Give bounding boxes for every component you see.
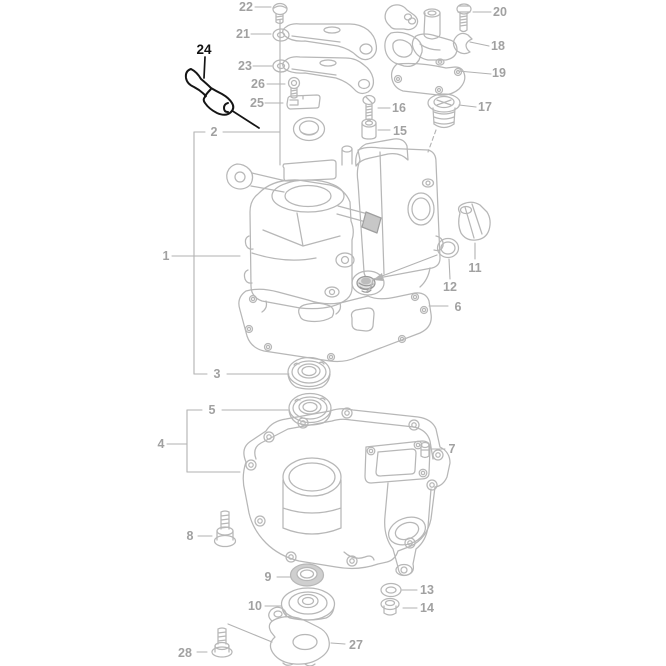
pump-bracket-assembly-art	[384, 4, 473, 67]
callout-4[interactable]: 4	[158, 437, 165, 451]
plate-25-art	[286, 94, 321, 110]
callout-2[interactable]: 2	[211, 125, 218, 139]
pin-7-art	[420, 441, 430, 459]
callout-13[interactable]: 13	[420, 583, 434, 597]
part-24-highlighted[interactable]	[184, 56, 260, 129]
crankcase-art	[242, 407, 451, 577]
washer-23-art	[272, 59, 290, 73]
callout-25[interactable]: 25	[250, 96, 264, 110]
callout-10[interactable]: 10	[248, 599, 262, 613]
thermostat-17-art	[427, 93, 461, 129]
washer-21-art	[272, 28, 290, 42]
callout-3[interactable]: 3	[214, 367, 221, 381]
callout-26[interactable]: 26	[251, 77, 265, 91]
gasket-6-art	[238, 288, 432, 363]
seal-9-art	[289, 563, 325, 587]
bolt-8-art	[213, 510, 237, 548]
spacer-15-art	[361, 118, 377, 140]
bolt-16-art	[362, 94, 376, 121]
callout-28[interactable]: 28	[178, 646, 192, 660]
callout-8[interactable]: 8	[187, 529, 194, 543]
callout-18[interactable]: 18	[491, 39, 505, 53]
callout-12[interactable]: 12	[443, 280, 457, 294]
bearing-3-art	[287, 356, 331, 390]
plate-10-art	[280, 587, 336, 621]
bearing-5-art	[288, 392, 332, 426]
callout-19[interactable]: 19	[492, 66, 506, 80]
callout-24-highlighted[interactable]: 24	[196, 42, 212, 57]
callout-27[interactable]: 27	[349, 638, 363, 652]
callout-21[interactable]: 21	[236, 27, 250, 41]
callout-9[interactable]: 9	[265, 570, 272, 584]
callout-labels: 1 2 3 4 5 6 7 8 9 10 11 12 13 14 15 16 1…	[158, 0, 507, 660]
callout-11[interactable]: 11	[468, 261, 481, 275]
plug-14-art	[380, 597, 400, 616]
callout-17[interactable]: 17	[478, 100, 492, 114]
lever-21-art	[282, 23, 378, 61]
callout-23[interactable]: 23	[238, 59, 252, 73]
washer-13-art	[380, 582, 402, 598]
oil-cap-11-art	[457, 201, 491, 241]
o-ring-12-art	[436, 237, 460, 259]
bolt-28-art	[211, 627, 233, 658]
bolt-26-art	[287, 76, 301, 99]
gasket-19-art	[390, 62, 466, 96]
bolt-20-art	[456, 3, 472, 33]
oil-seal-art	[292, 116, 326, 142]
callout-22[interactable]: 22	[239, 0, 253, 14]
callout-1[interactable]: 1	[163, 249, 170, 263]
callout-14[interactable]: 14	[420, 601, 434, 615]
callout-6[interactable]: 6	[455, 300, 462, 314]
callout-7[interactable]: 7	[449, 442, 456, 456]
bracket-27-art	[268, 606, 330, 666]
cylinder-block-art	[226, 138, 444, 315]
lever-23-art	[282, 56, 375, 95]
bolt-22-art	[272, 2, 288, 25]
callout-15[interactable]: 15	[393, 124, 407, 138]
callout-5[interactable]: 5	[209, 403, 216, 417]
callout-16[interactable]: 16	[392, 101, 406, 115]
callout-20[interactable]: 20	[493, 5, 507, 19]
exploded-view-artwork	[211, 2, 491, 666]
